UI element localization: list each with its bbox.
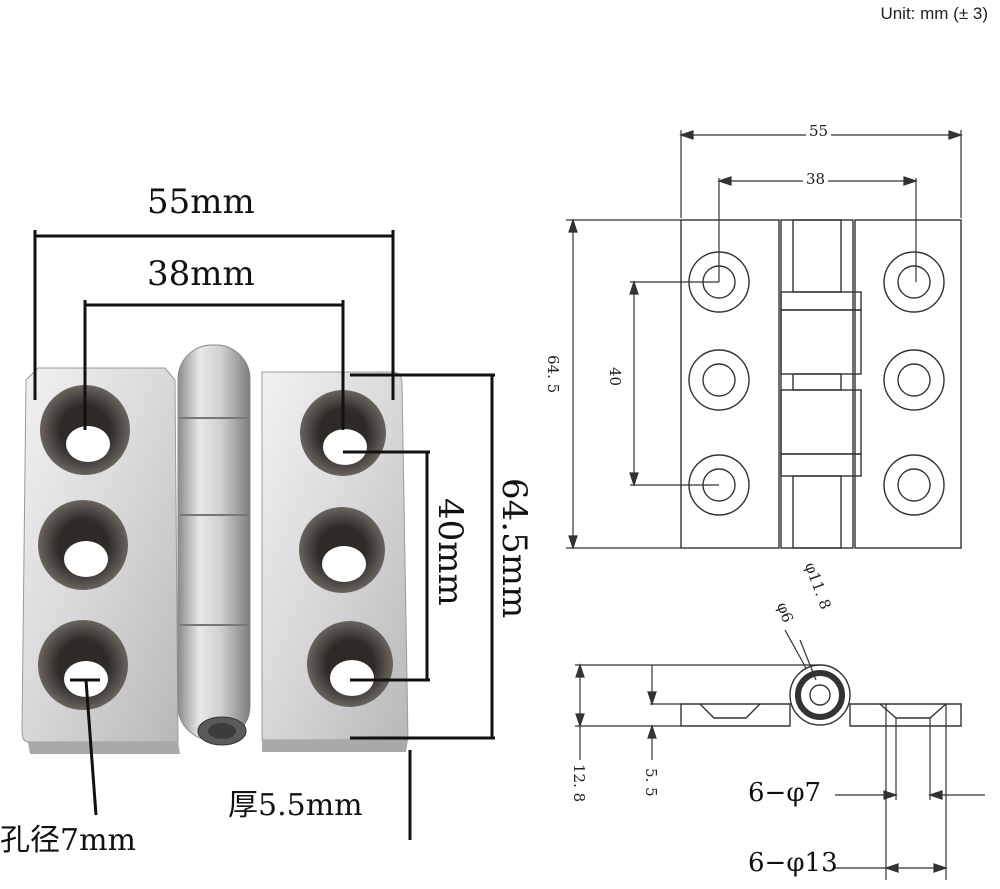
side-view-dimensions [575,629,985,880]
front-view [680,219,962,549]
photo-knuckle [177,344,251,746]
photo-dimension-lines [33,230,495,840]
side-view [680,664,962,727]
photo-vertical-spacing-label: 40mm [430,498,470,606]
photo-hole-spacing-label: 38mm [147,254,255,294]
leaf-thickness-label: 5. 5 [642,768,660,797]
total-height-label: 12. 8 [570,764,588,803]
front-vertical-spacing-label: 40 [606,364,624,390]
front-hole-spacing-label: 38 [803,170,829,188]
photo-right-holes [299,390,393,707]
front-width-label: 55 [806,122,832,140]
photo-hole-diameter-label: 孔径7mm [0,823,136,858]
front-view-right-holes [883,251,945,516]
photo-width-label: 55mm [147,182,255,222]
photo-thickness-label: 厚5.5mm [228,788,363,823]
unit-note: Unit: mm (± 3) [880,4,988,23]
photo-left-holes [38,385,130,710]
through-hole-label: 6−φ7 [748,778,822,808]
front-view-left-holes [688,251,750,516]
front-height-label: 64. 5 [544,352,562,397]
front-view-dimensions [566,130,963,550]
photo-height-label: 64.5mm [494,478,534,619]
counterbore-label: 6−φ13 [748,848,838,878]
